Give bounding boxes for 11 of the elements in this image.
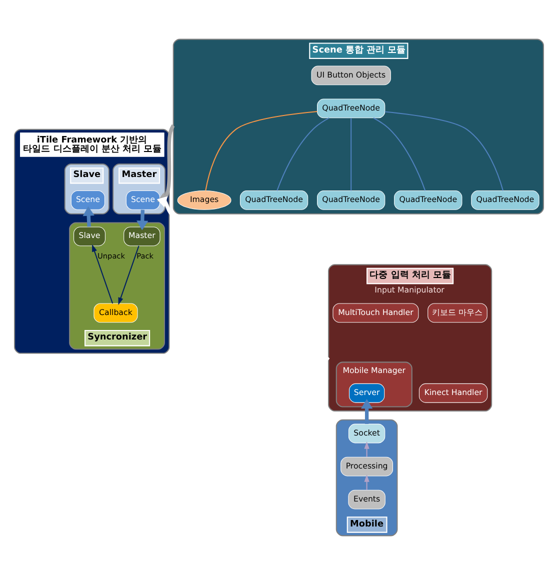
arrow [360, 399, 373, 424]
arrow [92, 244, 114, 304]
connector [373, 118, 426, 191]
connector [350, 118, 352, 191]
connector [205, 111, 318, 191]
arrow [118, 246, 140, 305]
arrow [156, 196, 330, 362]
connector [276, 118, 330, 191]
connector [384, 111, 504, 191]
arrow [136, 210, 148, 230]
arrow [82, 206, 94, 227]
